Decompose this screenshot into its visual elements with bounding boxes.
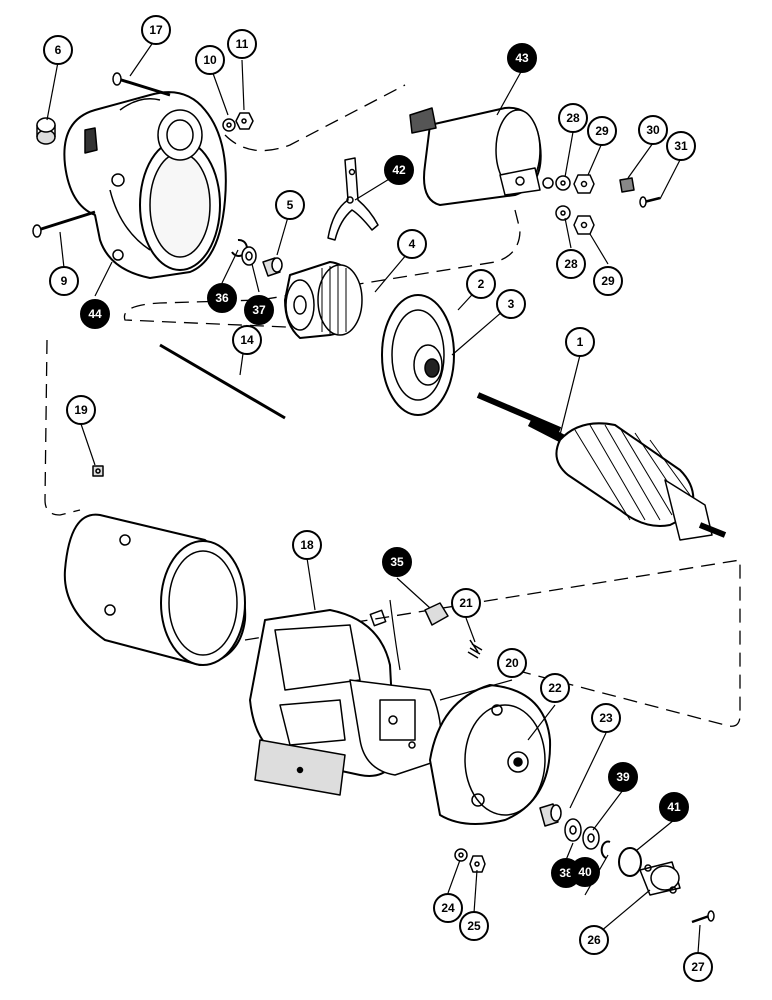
callout-part-36: 36	[207, 283, 237, 313]
screw-part-9	[32, 210, 96, 238]
callout-part-39: 39	[608, 762, 638, 792]
callout-part-5: 5	[275, 190, 305, 220]
brush-part-35	[369, 602, 449, 627]
callout-part-31: 31	[666, 131, 696, 161]
screw-part-31	[639, 196, 661, 208]
center-plate-part-2	[381, 294, 455, 416]
washer-part-24	[454, 848, 468, 862]
end-cover-part-22	[429, 684, 552, 825]
callout-part-29: 29	[593, 266, 623, 296]
callout-part-4: 4	[397, 229, 427, 259]
clip-part-30	[619, 177, 635, 193]
callout-part-21: 21	[451, 588, 481, 618]
solenoid-part-43	[409, 106, 554, 206]
nut-part-29-upper	[573, 174, 595, 194]
callout-part-35: 35	[382, 547, 412, 577]
shift-lever-part-42	[327, 157, 379, 241]
washer-part-28-lower	[555, 205, 571, 221]
washer-part-28-upper	[555, 175, 571, 191]
collar-part-5	[262, 257, 283, 277]
through-bolt-part-14	[159, 343, 286, 420]
callout-part-3: 3	[496, 289, 526, 319]
washer-part-10	[222, 118, 236, 132]
armature-part-1	[476, 392, 727, 541]
callout-part-43: 43	[507, 43, 537, 73]
callout-part-19: 19	[66, 395, 96, 425]
callout-part-26: 26	[579, 925, 609, 955]
callout-part-14: 14	[232, 325, 262, 355]
spring-part-21	[467, 639, 483, 659]
callout-part-20: 20	[497, 648, 527, 678]
bushing-part-23	[539, 803, 562, 827]
nut-part-11	[235, 112, 254, 130]
callout-part-9: 9	[49, 266, 79, 296]
field-frame-housing	[63, 513, 247, 666]
callout-part-28: 28	[556, 249, 586, 279]
nut-part-29-lower	[573, 215, 595, 235]
bolt-part-17	[112, 72, 171, 97]
callout-part-25: 25	[459, 911, 489, 941]
callout-part-29: 29	[587, 116, 617, 146]
callout-part-23: 23	[591, 703, 621, 733]
nut-part-25	[469, 855, 486, 873]
callout-part-2: 2	[466, 269, 496, 299]
callout-part-28: 28	[558, 103, 588, 133]
brush-plate-part-20	[349, 599, 442, 776]
callout-part-18: 18	[292, 530, 322, 560]
callout-part-30: 30	[638, 115, 668, 145]
drive-end-housing-part-44	[63, 91, 227, 279]
callout-part-11: 11	[227, 29, 257, 59]
end-cap-part-26	[639, 861, 681, 896]
callout-part-40: 40	[570, 857, 600, 887]
callout-part-1: 1	[565, 327, 595, 357]
callout-part-27: 27	[683, 952, 713, 982]
callout-part-24: 24	[433, 893, 463, 923]
washer-part-39	[582, 826, 600, 850]
o-ring-part-41	[618, 847, 642, 877]
bushing-part-6	[36, 117, 56, 145]
screw-part-19	[92, 465, 104, 477]
drive-pinion-part-4	[284, 261, 363, 339]
callout-part-44: 44	[80, 299, 110, 329]
washer-part-40	[564, 818, 582, 842]
callout-part-42: 42	[384, 155, 414, 185]
callout-part-10: 10	[195, 45, 225, 75]
screw-part-27	[691, 910, 715, 924]
washer-part-37	[241, 246, 257, 266]
callout-part-6: 6	[43, 35, 73, 65]
callout-part-22: 22	[540, 673, 570, 703]
callout-part-41: 41	[659, 792, 689, 822]
clip-part-38	[600, 840, 611, 859]
callout-part-37: 37	[244, 295, 274, 325]
callout-part-17: 17	[141, 15, 171, 45]
